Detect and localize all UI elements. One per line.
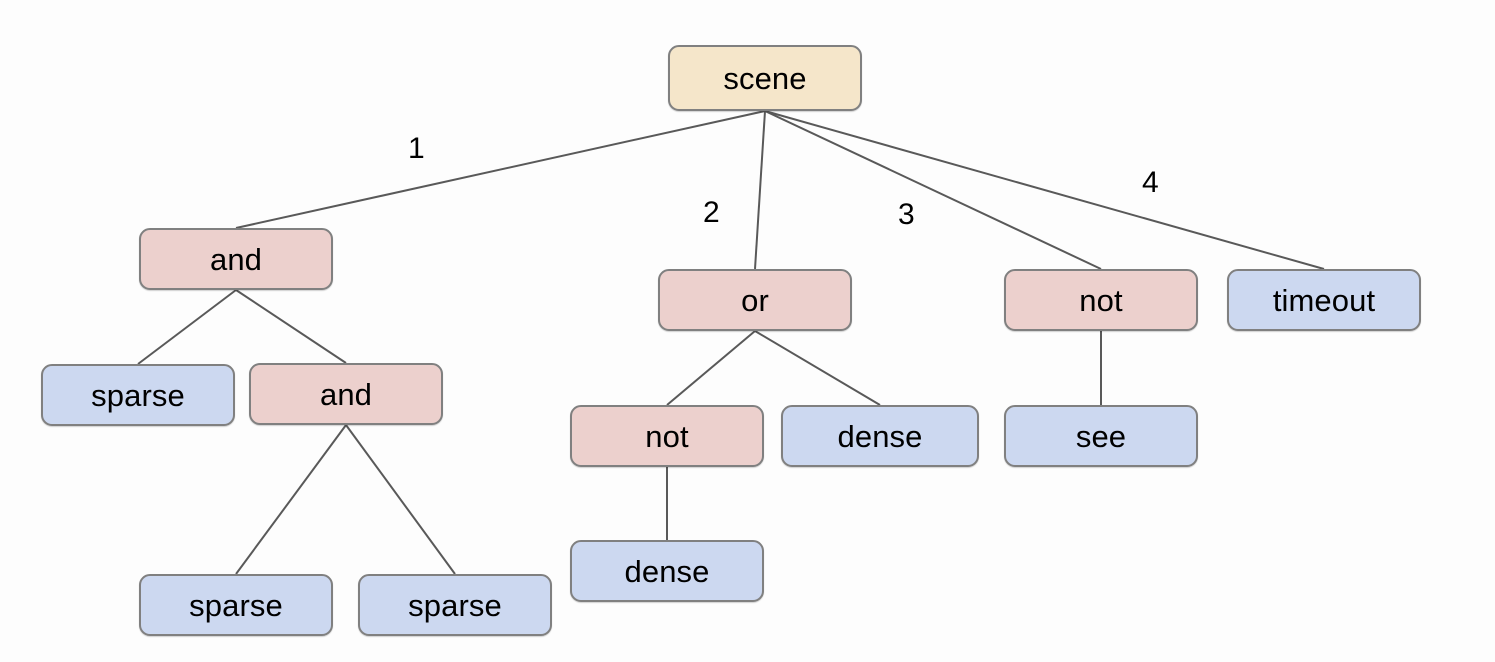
- tree-node-label: timeout: [1272, 282, 1376, 318]
- tree-edge: [754, 110, 766, 270]
- tree-node-label: scene: [723, 60, 807, 96]
- tree-node-dense1[interactable]: dense: [781, 405, 979, 467]
- tree-node-see1[interactable]: see: [1004, 405, 1198, 467]
- tree-node-timeout1[interactable]: timeout: [1227, 269, 1421, 331]
- tree-node-label: and: [209, 241, 263, 277]
- tree-node-label: not: [1079, 282, 1123, 318]
- tree-node-and2[interactable]: and: [249, 363, 443, 425]
- tree-node-scene[interactable]: scene: [668, 45, 862, 111]
- tree-node-sparse1[interactable]: sparse: [41, 364, 235, 426]
- tree-node-label: sparse: [91, 377, 185, 413]
- edge-label: 3: [898, 198, 915, 231]
- edge-label: 4: [1142, 166, 1159, 199]
- tree-edge: [137, 289, 237, 365]
- tree-node-sparse3[interactable]: sparse: [358, 574, 552, 636]
- tree-node-not1[interactable]: not: [1004, 269, 1198, 331]
- tree-edge: [345, 424, 456, 575]
- tree-node-label: dense: [837, 418, 923, 454]
- tree-node-label: dense: [624, 553, 710, 589]
- tree-edge: [235, 289, 347, 364]
- tree-node-label: sparse: [408, 587, 502, 623]
- tree-node-label: not: [645, 418, 689, 454]
- tree-edge: [764, 110, 1325, 270]
- tree-edge: [235, 110, 766, 229]
- tree-node-label: sparse: [189, 587, 283, 623]
- tree-node-dense2[interactable]: dense: [570, 540, 764, 602]
- tree-node-sparse2[interactable]: sparse: [139, 574, 333, 636]
- tree-node-or1[interactable]: or: [658, 269, 852, 331]
- tree-edge: [754, 330, 881, 406]
- edge-label: 2: [703, 196, 720, 229]
- tree-edge: [235, 424, 347, 575]
- tree-node-label: and: [319, 376, 373, 412]
- tree-node-label: see: [1075, 418, 1127, 454]
- edge-label: 1: [408, 132, 425, 165]
- tree-node-label: or: [741, 282, 769, 318]
- tree-edge: [666, 330, 756, 406]
- tree-node-not2[interactable]: not: [570, 405, 764, 467]
- tree-edge: [764, 110, 1102, 270]
- tree-node-and1[interactable]: and: [139, 228, 333, 290]
